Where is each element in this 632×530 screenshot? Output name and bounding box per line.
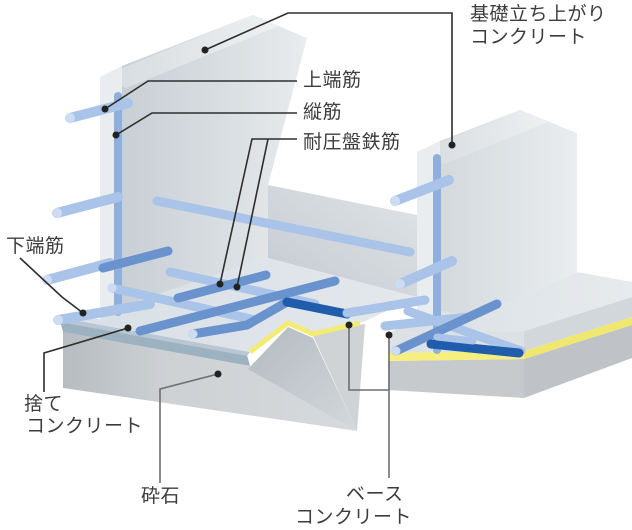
slab-rebar-a1 bbox=[135, 276, 340, 336]
rebar-cap bbox=[53, 315, 63, 325]
footing-rebar-f3 bbox=[391, 299, 502, 356]
leader-base-concrete-1 bbox=[348, 325, 389, 391]
leader-pressure-slab-rebar-2 bbox=[236, 138, 269, 288]
label-crushed-stone: 砕石 bbox=[141, 485, 180, 507]
footing-bottom-band-right bbox=[524, 325, 632, 398]
rebar-cap bbox=[65, 113, 75, 123]
leader-dot bbox=[216, 280, 224, 288]
middle-rebar-stub bbox=[52, 192, 123, 218]
footing-front-face-right bbox=[524, 297, 632, 351]
base-concrete-yellow-right bbox=[524, 317, 632, 359]
slab-rebar-jog bbox=[188, 297, 292, 339]
leader-dot bbox=[345, 321, 353, 329]
rebar-cap bbox=[395, 279, 405, 289]
label-pressure-slab-rebar: 耐圧盤鉄筋 bbox=[303, 131, 401, 153]
footing-rebar-f2 bbox=[403, 306, 526, 356]
rebar-cap bbox=[42, 275, 52, 285]
slab-rebar-b1 bbox=[107, 283, 260, 325]
base-concrete-stripe-step bbox=[248, 320, 361, 354]
label-vertical-rebar: 縦筋 bbox=[303, 101, 342, 123]
top-edge-rebar-bar bbox=[65, 98, 133, 123]
leader-bottom-edge-rebar bbox=[19, 257, 84, 314]
leader-dot bbox=[448, 141, 456, 149]
slab-rebar-a3 bbox=[98, 246, 173, 273]
rebar-group bbox=[42, 92, 526, 358]
leader-dot bbox=[233, 283, 241, 291]
crushed-stone-layer bbox=[63, 332, 357, 431]
rebar-cap bbox=[188, 329, 198, 339]
labels: 基礎立ち上がり コンクリート 上端筋 縦筋 耐圧盤鉄筋 下端筋 捨て コンクリー… bbox=[6, 3, 607, 528]
leader-dots bbox=[79, 46, 456, 378]
right-stem-wall-top-face bbox=[417, 110, 548, 164]
leader-dot bbox=[201, 46, 209, 54]
leader-top-edge-rebar bbox=[104, 80, 297, 110]
label-base-concrete-line2: コンクリート bbox=[295, 506, 412, 528]
footing-rebar-dark bbox=[426, 339, 524, 358]
leader-lean-concrete bbox=[43, 327, 129, 392]
label-top-edge-rebar: 上端筋 bbox=[303, 69, 362, 91]
rebar-cap bbox=[391, 346, 401, 356]
leader-pressure-slab-rebar-1 bbox=[219, 138, 297, 285]
slab-rebar-long-back bbox=[152, 196, 415, 257]
leader-lines bbox=[19, 12, 453, 483]
rebar-cap bbox=[107, 283, 117, 293]
right-wall-stub-upper bbox=[390, 175, 454, 206]
bottom-edge-rebar-bar bbox=[53, 299, 155, 325]
lean-concrete-layer bbox=[60, 321, 250, 366]
label-bottom-edge-rebar: 下端筋 bbox=[6, 235, 65, 257]
right-wall-stub-lower bbox=[395, 256, 457, 289]
label-base-concrete-line1: ベース bbox=[346, 484, 404, 505]
slab-rebar-dark-segment bbox=[282, 297, 352, 319]
footing-rebar-short bbox=[433, 333, 477, 345]
slab-rebar-gap-bar bbox=[342, 295, 430, 318]
leader-dot bbox=[385, 331, 393, 339]
leader-foundation-riser bbox=[204, 12, 453, 145]
crushed-stone-right-face bbox=[313, 324, 365, 431]
left-stem-wall-front-face bbox=[122, 15, 307, 306]
leader-vertical-rebar bbox=[115, 112, 297, 136]
leader-dot bbox=[101, 105, 109, 113]
leader-dot bbox=[112, 131, 120, 139]
label-lean-concrete-line2: コンクリート bbox=[26, 415, 143, 437]
leader-crushed-stone bbox=[159, 373, 219, 483]
label-foundation-riser-line2: コンクリート bbox=[470, 26, 587, 48]
right-stem-wall-front-face bbox=[440, 110, 577, 316]
left-stem-wall-top-face bbox=[100, 15, 279, 88]
leader-dot bbox=[79, 309, 87, 317]
label-foundation-riser-line1: 基礎立ち上がり bbox=[470, 3, 607, 25]
cut-slope-face bbox=[248, 327, 357, 431]
rebar-cap bbox=[52, 208, 62, 218]
rebar-end-caps bbox=[42, 113, 405, 356]
leader-dot bbox=[124, 324, 132, 332]
rebar-cap bbox=[390, 196, 400, 206]
lean-concrete-top-edge bbox=[60, 318, 250, 356]
label-lean-concrete-line1: 捨て bbox=[24, 393, 63, 415]
leader-dot bbox=[214, 370, 222, 378]
footing-bottom-band-left bbox=[388, 359, 524, 398]
